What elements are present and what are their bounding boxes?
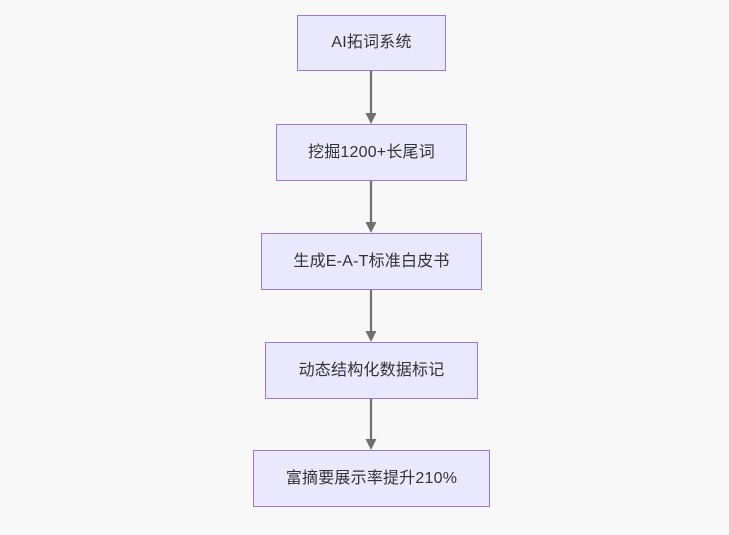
flow-node-label: 动态结构化数据标记 bbox=[298, 361, 445, 379]
flow-node-label: 生成E-A-T标准白皮书 bbox=[293, 252, 450, 270]
flow-node-ai-keyword-system[interactable]: AI拓词系统 bbox=[297, 15, 446, 71]
flow-node-generate-eat-whitepaper[interactable]: 生成E-A-T标准白皮书 bbox=[261, 233, 482, 290]
flow-edge-3 bbox=[356, 290, 386, 342]
flow-edge-2 bbox=[356, 181, 386, 233]
flow-node-dynamic-structured-data-markup[interactable]: 动态结构化数据标记 bbox=[265, 342, 478, 399]
flow-node-label: 富摘要展示率提升210% bbox=[285, 469, 458, 487]
flow-node-label: 挖掘1200+长尾词 bbox=[308, 143, 435, 161]
flow-edge-4 bbox=[356, 399, 386, 450]
flow-node-rich-snippet-impression-uplift[interactable]: 富摘要展示率提升210% bbox=[253, 450, 490, 507]
flow-node-label: AI拓词系统 bbox=[331, 34, 412, 52]
flow-edge-1 bbox=[356, 71, 386, 124]
flow-node-mine-longtail-keywords[interactable]: 挖掘1200+长尾词 bbox=[276, 124, 467, 181]
